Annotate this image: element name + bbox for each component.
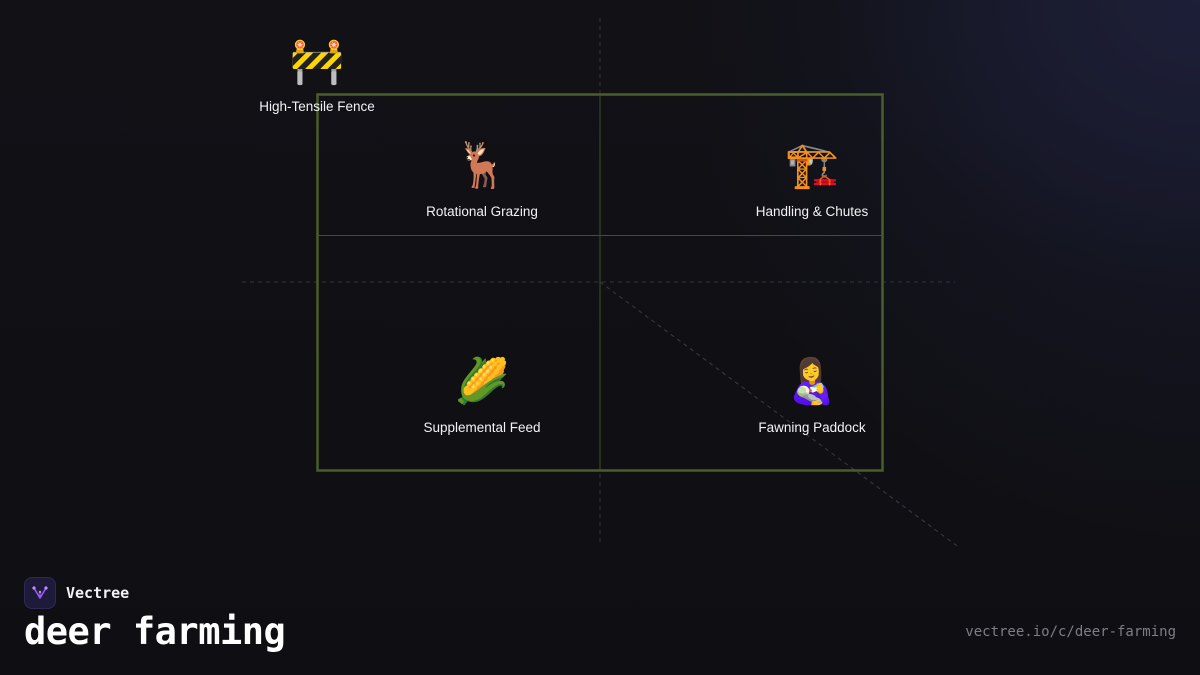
person-feeding-baby-icon: 👩‍🍼: [784, 356, 840, 407]
node-supplemental-feed[interactable]: 🌽 Supplemental Feed: [402, 356, 562, 435]
node-label: Fawning Paddock: [758, 420, 866, 435]
node-label: Supplemental Feed: [423, 420, 541, 435]
crane-icon: 🏗️: [784, 140, 840, 191]
page-url[interactable]: vectree.io/c/deer-farming: [965, 624, 1176, 640]
brand[interactable]: Vectree: [24, 577, 129, 609]
node-label: Handling & Chutes: [755, 204, 869, 219]
corn-icon: 🌽: [454, 356, 510, 407]
deer-icon: 🦌: [454, 140, 510, 191]
node-handling-chutes[interactable]: 🏗️ Handling & Chutes: [732, 140, 892, 219]
node-fawning-paddock[interactable]: 👩‍🍼 Fawning Paddock: [732, 356, 892, 435]
node-high-tensile-fence[interactable]: 🚧 High-Tensile Fence: [237, 36, 397, 114]
construction-barrier-icon: 🚧: [289, 36, 345, 87]
node-rotational-grazing[interactable]: 🦌 Rotational Grazing: [402, 140, 562, 219]
vectree-logo-icon: [24, 577, 56, 609]
brand-name: Vectree: [66, 584, 130, 602]
page-title: deer farming: [24, 610, 286, 653]
node-label: Rotational Grazing: [426, 204, 538, 219]
quadrant-frame: [316, 93, 884, 472]
node-label: High-Tensile Fence: [259, 99, 375, 114]
diagonal-guide-line: [599, 281, 961, 549]
